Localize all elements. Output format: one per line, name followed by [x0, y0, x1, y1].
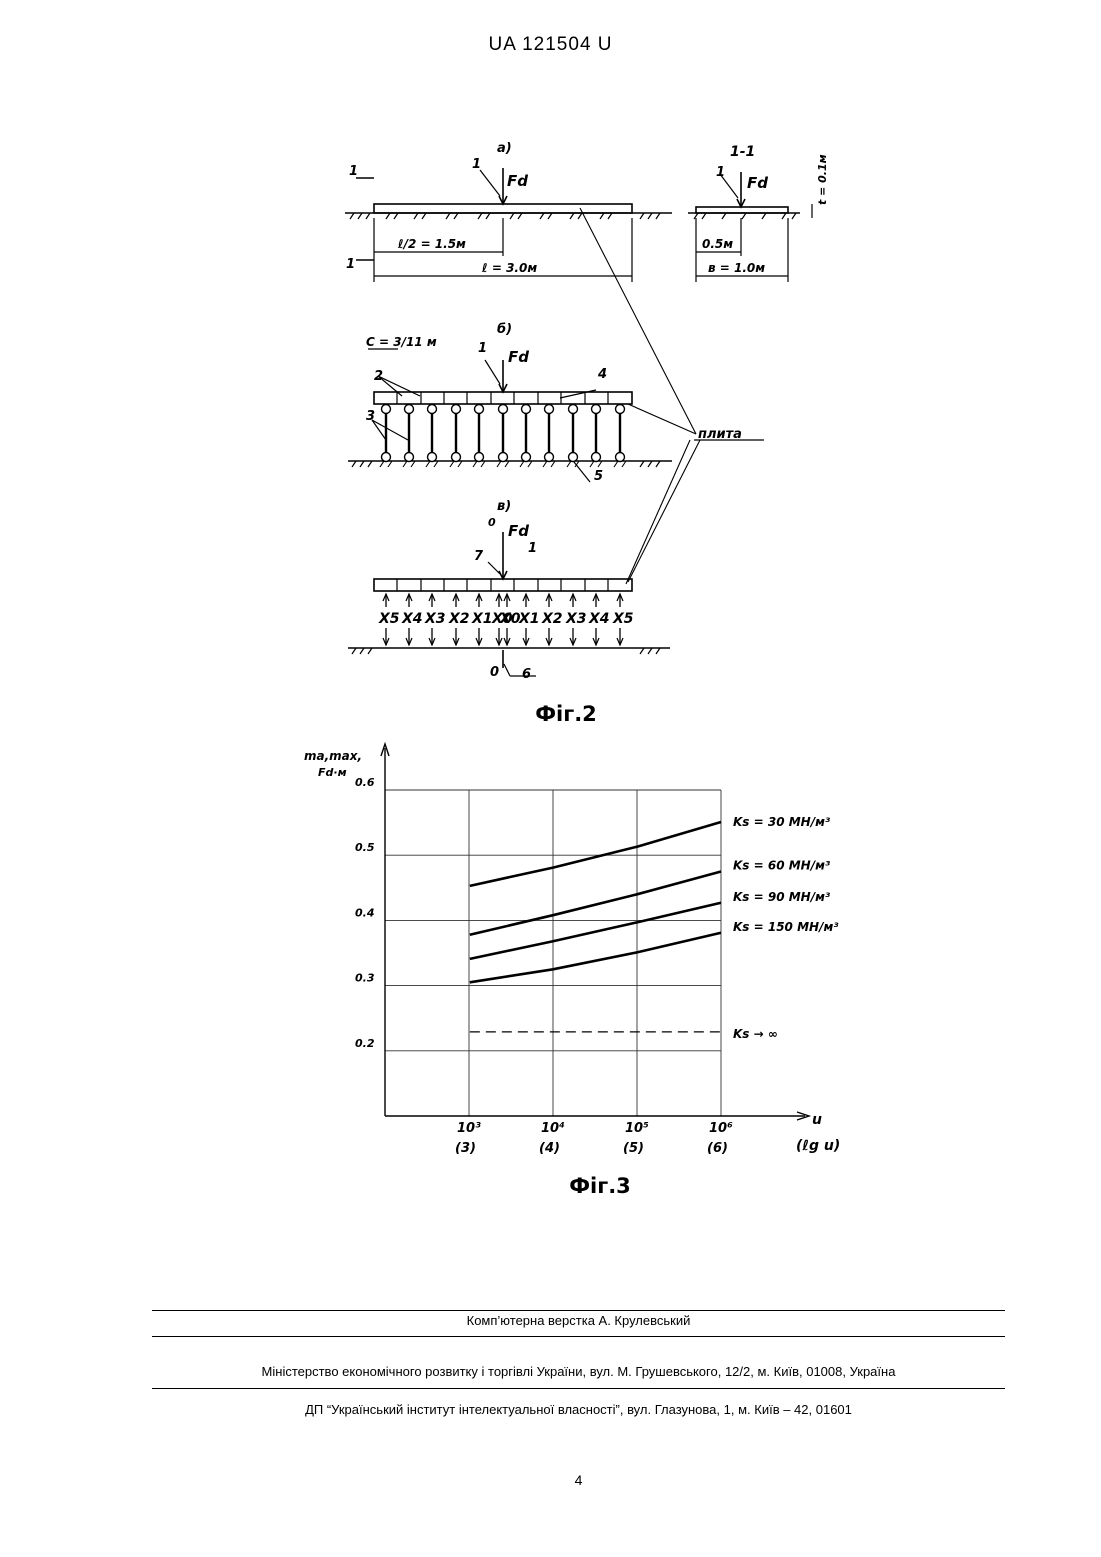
- y-tick-label-1: 0.2: [355, 1037, 375, 1050]
- reaction-label-5: X1: [471, 611, 493, 627]
- reaction-label-4: X2: [448, 611, 470, 627]
- series-label-1: Ks = 30 МН/м³: [733, 815, 831, 829]
- footer-rule-1: [152, 1310, 1005, 1311]
- y-tick-label-5: 0.6: [355, 776, 375, 789]
- figure-2-drawing: а) 1 Fd 1 1 ℓ/2 = 1.5м ℓ = 3.0м 1-1 1 Fd…: [0, 0, 1101, 720]
- footer-rule-3: [152, 1388, 1005, 1389]
- y-tick-label-2: 0.3: [355, 972, 375, 985]
- series-line-1: [470, 822, 721, 886]
- reaction-label-2: X4: [401, 611, 423, 627]
- y-tick-label-4: 0.5: [355, 841, 375, 854]
- spring-10: [590, 405, 602, 468]
- section-plate: [696, 207, 788, 213]
- x-tick-label-4: 10⁶: [709, 1121, 733, 1136]
- spring-3: [426, 405, 438, 468]
- reaction-label-11: X4: [588, 611, 610, 627]
- spring-5: [473, 405, 485, 468]
- x-axis-title: u: [812, 1112, 822, 1128]
- dim-half-span: ℓ/2 = 1.5м: [397, 237, 466, 251]
- marker-2: 2: [374, 369, 383, 384]
- x-tick-sublabel-3: (5): [623, 1141, 644, 1156]
- y-tick-label-3: 0.4: [355, 906, 375, 919]
- plate-label: плита: [698, 427, 742, 442]
- zero-bottom: 0: [490, 665, 499, 680]
- beam-v: [374, 579, 632, 591]
- spring-1: [380, 405, 392, 468]
- series-label-5: Ks → ∞: [733, 1027, 778, 1041]
- cut-top: 1: [349, 164, 358, 179]
- reaction-label-3: X3: [424, 611, 446, 627]
- reaction-label-1: X5: [378, 611, 400, 627]
- zero-top: 0: [488, 516, 496, 529]
- series-label-2: Ks = 60 МН/м³: [733, 859, 831, 873]
- series-line-3: [470, 903, 721, 959]
- reaction-label-8: X1: [518, 611, 540, 627]
- x-tick-sublabel-1: (3): [455, 1141, 476, 1156]
- series-label-3: Ks = 90 МН/м³: [733, 890, 831, 904]
- spring-11: [614, 405, 626, 468]
- figure-2-caption: Фіг.2: [466, 702, 666, 726]
- reaction-label-7: X0: [499, 611, 521, 627]
- label-a: а): [497, 141, 512, 156]
- footer-typeset: Комп’ютерна верстка А. Крулевський: [0, 1313, 1101, 1328]
- spring-2: [403, 405, 415, 468]
- reaction-labels: X5X4X3X2X1X0X0X1X2X3X4X5: [378, 611, 634, 627]
- spring-7: [520, 405, 532, 468]
- footer-rule-2: [152, 1336, 1005, 1337]
- marker-1-a: 1: [472, 157, 481, 172]
- force-a: Fd: [507, 172, 528, 190]
- page-number: 4: [0, 1472, 1101, 1488]
- figure-3-caption: Фіг.3: [500, 1174, 700, 1198]
- spring-9: [567, 405, 579, 468]
- spacing-label: C = 3/11 м: [366, 335, 437, 349]
- series-line-2: [470, 872, 721, 935]
- reaction-label-9: X2: [541, 611, 563, 627]
- y-axis-title-1: ma,max,: [304, 749, 362, 763]
- label-v: в): [497, 499, 511, 514]
- marker-6: 6: [522, 667, 531, 682]
- dim-thickness: t = 0.1м: [816, 154, 829, 205]
- dim-span: ℓ = 3.0м: [481, 261, 537, 275]
- footer-institute: ДП “Український інститут інтелектуальної…: [0, 1402, 1101, 1417]
- series-line-4: [470, 933, 721, 983]
- marker-3: 3: [366, 409, 375, 424]
- x-tick-label-1: 10³: [457, 1121, 481, 1136]
- marker-7: 7: [474, 549, 484, 564]
- label-b: б): [497, 322, 512, 337]
- cut-bottom: 1: [346, 257, 355, 272]
- reaction-label-10: X3: [565, 611, 587, 627]
- marker-1-v: 1: [528, 541, 537, 556]
- beam-b: [374, 392, 632, 404]
- spring-4: [450, 405, 462, 468]
- force-v: Fd: [508, 522, 529, 540]
- series-label-4: Ks = 150 МН/м³: [733, 920, 839, 934]
- x-axis-log-title: (ℓg u): [796, 1138, 840, 1154]
- marker-4: 4: [597, 367, 607, 382]
- marker-1-section: 1: [716, 165, 725, 180]
- dim-half-width: 0.5м: [702, 237, 733, 251]
- figure-3-chart: 0.2 0.3 0.4 0.5 0.6 10³ (3) 10⁴ (4) 10⁵ (5) 10⁶ (6)…: [0, 730, 1101, 1170]
- x-tick-label-3: 10⁵: [625, 1121, 649, 1136]
- reaction-label-12: X5: [612, 611, 634, 627]
- force-section: Fd: [747, 174, 768, 192]
- spring-supports: [380, 405, 626, 468]
- marker-5: 5: [594, 469, 603, 484]
- x-tick-label-2: 10⁴: [541, 1121, 565, 1136]
- spring-6: [497, 405, 509, 468]
- spring-8: [543, 405, 555, 468]
- dim-width: в = 1.0м: [708, 261, 765, 275]
- x-tick-sublabel-2: (4): [539, 1141, 560, 1156]
- footer-ministry: Міністерство економічного розвитку і тор…: [0, 1364, 1101, 1379]
- x-tick-sublabel-4: (6): [707, 1141, 728, 1156]
- y-axis-title-2: Fd·м: [318, 766, 347, 779]
- section-label: 1-1: [730, 144, 755, 160]
- force-b: Fd: [508, 348, 529, 366]
- marker-1-b: 1: [478, 341, 487, 356]
